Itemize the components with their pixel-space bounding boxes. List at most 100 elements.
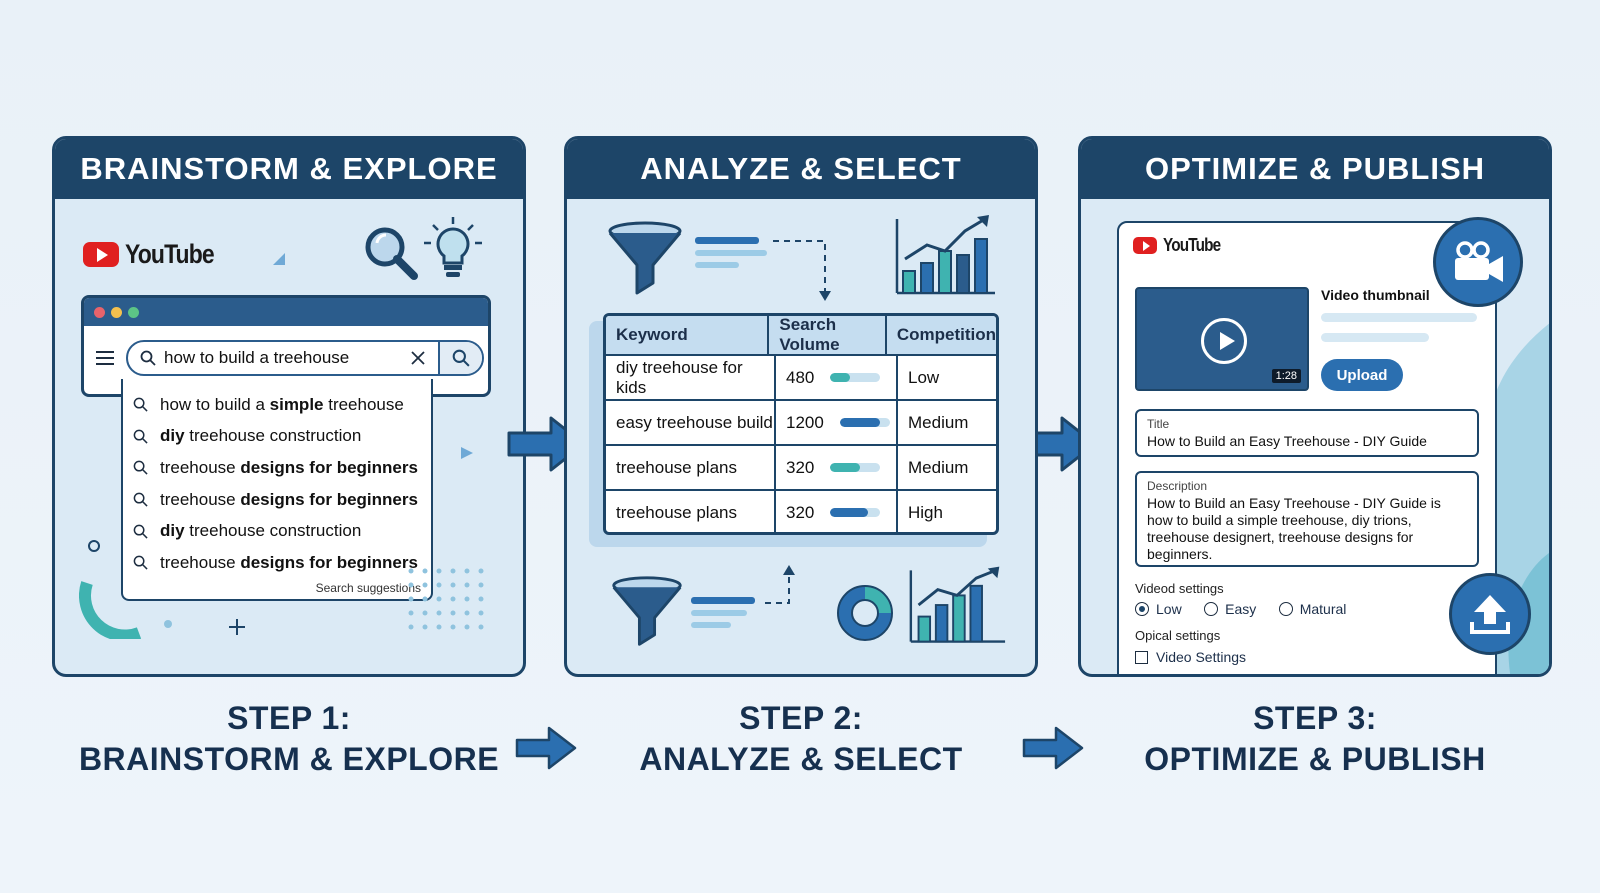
panel-analyze: ANALYZE & SELECT Keyword Search Volume C… [564, 136, 1038, 677]
placeholder-line [1321, 333, 1429, 342]
competition-cell: High [908, 502, 943, 522]
volume-bar [830, 373, 881, 382]
video-settings-label: Videod settings [1135, 581, 1224, 596]
donut-chart-icon [837, 585, 893, 641]
minimize-dot[interactable] [111, 306, 122, 318]
radio-easy[interactable]: Easy [1204, 601, 1256, 617]
funnel-icon [608, 221, 682, 295]
keyword-cell: treehouse plans [606, 446, 776, 489]
close-dot[interactable] [94, 306, 105, 318]
step-1-label: STEP 1: BRAINSTORM & EXPLORE [78, 700, 500, 777]
funnel-icon [612, 576, 682, 646]
panel-header: BRAINSTORM & EXPLORE [55, 139, 523, 199]
competition-cell: Low [908, 367, 940, 387]
suggestions-footer: Search suggestions [315, 581, 421, 595]
suggestion-item[interactable]: diy treehouse construction [123, 515, 431, 547]
table-row[interactable]: treehouse plans 320 High [606, 489, 996, 532]
panel-brainstorm: BRAINSTORM & EXPLORE YouTube how to [52, 136, 526, 677]
search-input[interactable]: how to build a treehouse [164, 348, 350, 367]
upload-icon [1470, 595, 1510, 634]
step-3-label: STEP 3: OPTIMIZE & PUBLISH [1144, 700, 1486, 777]
play-decoration [461, 447, 473, 459]
upload-button[interactable]: Upload [1321, 359, 1403, 391]
search-bar[interactable]: how to build a treehouse [126, 340, 484, 376]
search-icon [133, 397, 148, 412]
youtube-logo: YouTube [83, 239, 229, 270]
suggestion-item[interactable]: diy treehouse construction [123, 421, 431, 453]
lightbulb-icon [424, 217, 482, 277]
placeholder-line [1321, 313, 1477, 322]
column-header-competition: Competition [896, 325, 996, 344]
video-thumbnail[interactable]: 1:28 [1135, 287, 1309, 391]
competition-cell: Medium [908, 412, 969, 432]
step-2-label: STEP 2: ANALYZE & SELECT [639, 700, 963, 777]
volume-cell: 320 [776, 446, 898, 489]
bar-chart-trend-icon [909, 566, 1006, 643]
dot-decoration [164, 620, 172, 628]
radio-empty-icon [1278, 602, 1293, 616]
search-icon [452, 349, 470, 367]
radio-selected-icon [1135, 602, 1149, 616]
play-icon[interactable] [1201, 318, 1247, 364]
menu-icon[interactable] [96, 351, 114, 365]
keyword-cell: treehouse plans [606, 491, 776, 532]
description-label: Description [1147, 479, 1208, 493]
volume-cell: 320 [776, 491, 898, 532]
dashed-connector [773, 240, 831, 301]
search-suggestions: how to build a simple treehouse diy tree… [121, 379, 433, 601]
duration-badge: 1:28 [1271, 369, 1301, 383]
video-camera-icon [1455, 241, 1503, 282]
magnifier-icon [365, 227, 418, 280]
maximize-dot[interactable] [128, 306, 139, 318]
circle-decoration [88, 540, 100, 552]
upload-fab[interactable] [1449, 573, 1531, 655]
volume-cell: 480 [776, 356, 898, 399]
browser-titlebar [84, 298, 488, 326]
bar-chart-trend-icon [895, 215, 995, 295]
search-icon [140, 350, 156, 366]
table-header-row: Keyword Search Volume Competition [606, 316, 996, 354]
upload-card: YouTube 1:28 Video thumbnail Upload Titl… [1117, 221, 1497, 674]
search-icon [133, 429, 148, 444]
search-icon [133, 524, 148, 539]
panel-publish: OPTIMIZE & PUBLISH YouTube 1:28 Video th… [1078, 136, 1552, 677]
radio-low[interactable]: Low [1135, 601, 1182, 617]
panel-header: ANALYZE & SELECT [567, 139, 1035, 199]
title-field[interactable]: Title How to Build an Easy Treehouse - D… [1135, 409, 1479, 457]
youtube-play-icon [83, 242, 119, 267]
description-input[interactable]: How to Build an Easy Treehouse - DIY Gui… [1147, 495, 1441, 562]
keyword-table: Keyword Search Volume Competition diy tr… [603, 313, 999, 535]
keyword-cell: diy treehouse for kids [606, 356, 776, 399]
suggestion-item[interactable]: treehouse designs for beginners [123, 452, 431, 484]
dashed-connector [765, 565, 795, 604]
table-row[interactable]: treehouse plans 320 Medium [606, 444, 996, 489]
arrow-right-icon [515, 726, 577, 770]
camera-badge [1433, 217, 1523, 307]
radio-matural[interactable]: Matural [1278, 601, 1346, 617]
radio-empty-icon [1204, 602, 1219, 616]
optional-settings-label: Opical settings [1135, 628, 1221, 643]
video-settings-checkbox[interactable]: Video Settings [1135, 649, 1246, 665]
youtube-play-icon [1133, 237, 1157, 254]
description-field[interactable]: Description How to Build an Easy Treehou… [1135, 471, 1479, 567]
table-row[interactable]: diy treehouse for kids 480 Low [606, 354, 996, 399]
title-input[interactable]: How to Build an Easy Treehouse - DIY Gui… [1147, 433, 1427, 449]
volume-bar [839, 418, 890, 427]
volume-cell: 1200 [776, 401, 898, 444]
clear-icon[interactable] [410, 350, 426, 366]
search-icon [133, 555, 148, 570]
suggestion-item[interactable]: how to build a simple treehouse [123, 389, 431, 421]
youtube-logo: YouTube [1133, 235, 1230, 256]
volume-bar [830, 463, 881, 472]
column-header-volume: Search Volume [769, 316, 887, 354]
keyword-cell: easy treehouse build [606, 401, 776, 444]
dot-grid-decoration [408, 568, 484, 630]
radio-group: Low Easy Matural [1135, 601, 1364, 621]
table-row[interactable]: easy treehouse build 1200 Medium [606, 399, 996, 444]
arrow-right-icon [1022, 726, 1084, 770]
text-lines-decoration [691, 597, 755, 628]
search-button[interactable] [438, 342, 482, 374]
competition-cell: Medium [908, 457, 969, 477]
suggestion-item[interactable]: treehouse designs for beginners [123, 484, 431, 516]
suggestion-item[interactable]: treehouse designs for beginners [123, 547, 431, 579]
